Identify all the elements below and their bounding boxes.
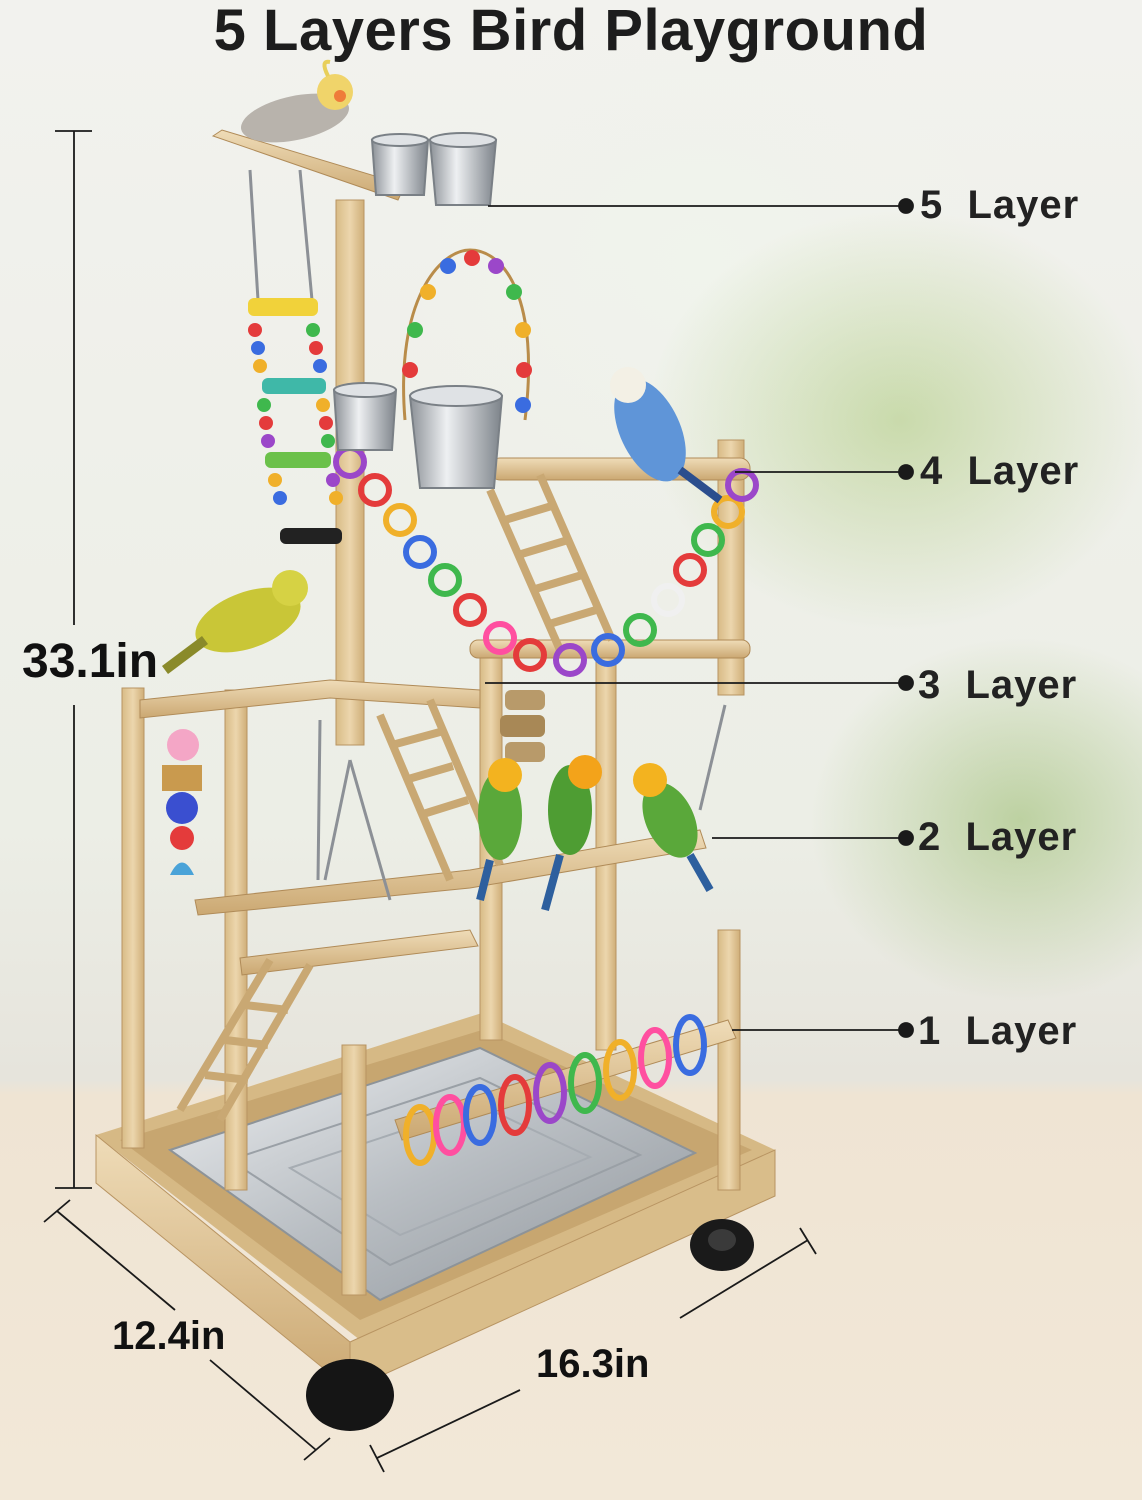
layer-5-number: 5: [920, 183, 944, 227]
layer-1-label: 1 Layer: [918, 1009, 1077, 1053]
page-title: 5 Layers Bird Playground: [213, 0, 929, 63]
layer-1-number: 1: [918, 1009, 942, 1053]
layer-4-text: Layer: [967, 449, 1080, 493]
chains: [248, 169, 727, 901]
canary: [162, 570, 308, 674]
layer-2-label: 2 Layer: [918, 815, 1077, 859]
conures: [476, 755, 714, 912]
layer-3-label: 3 Layer: [918, 663, 1077, 707]
layer-2-number: 2: [918, 815, 942, 859]
ladders: [176, 473, 616, 1123]
layer-4-number: 4: [920, 449, 944, 493]
dimension-lines: [43, 130, 817, 1473]
width-dimension: 16.3in: [536, 1342, 650, 1386]
layer-3-text: Layer: [965, 663, 1078, 707]
wooden-posts: [121, 199, 745, 1296]
layer-4-label: 4 Layer: [920, 449, 1079, 493]
beaded-arch-toy: [402, 248, 532, 421]
layer-5-label: 5 Layer: [920, 183, 1079, 227]
bell-toy: [162, 729, 202, 875]
layer-1-text: Layer: [965, 1009, 1078, 1053]
colorful-ladder-toy: [248, 298, 343, 544]
steel-cups: [332, 132, 504, 489]
birds: [162, 59, 723, 912]
depth-dimension: 12.4in: [112, 1314, 226, 1358]
layer-2-text: Layer: [965, 815, 1078, 859]
layer-5-text: Layer: [967, 183, 1080, 227]
budgie: [610, 367, 723, 504]
layer-3-number: 3: [918, 663, 942, 707]
perch-rings: [403, 1014, 707, 1166]
cockatiel: [241, 59, 353, 143]
wheels: [306, 1219, 754, 1431]
height-dimension: 33.1in: [22, 635, 159, 688]
layer-leader-lines: [485, 198, 914, 1038]
chew-toy: [500, 690, 545, 762]
